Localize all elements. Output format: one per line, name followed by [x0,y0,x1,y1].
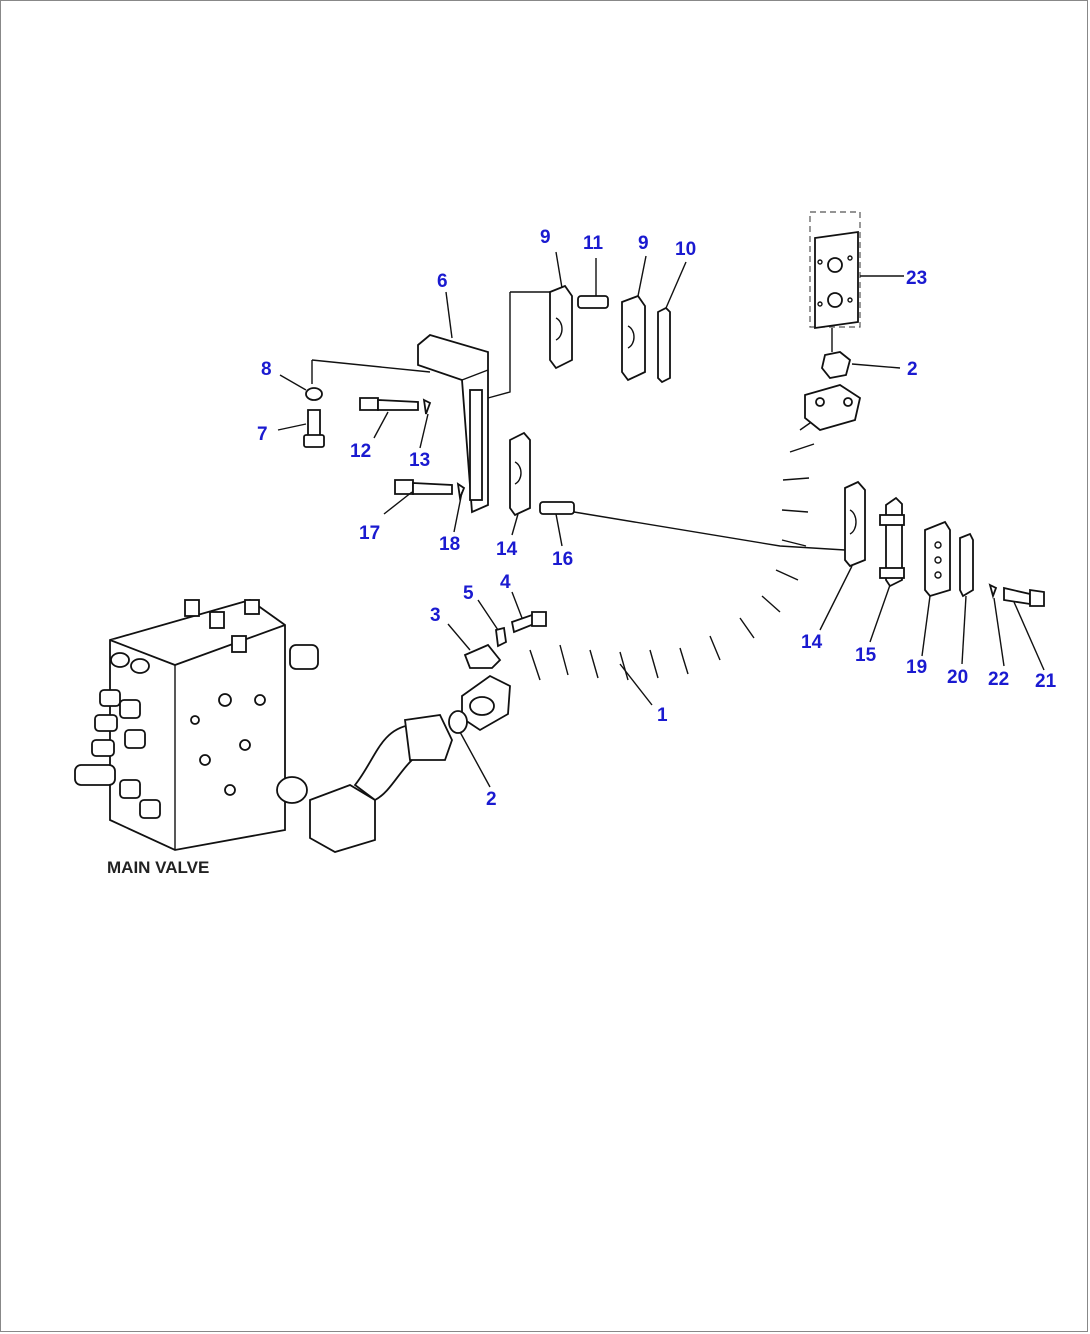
callout-5: 5 [463,583,474,604]
callout-18: 18 [439,534,460,555]
callout-23: 23 [906,268,927,289]
callout-13: 13 [409,450,430,471]
callout-12: 12 [350,441,371,462]
clamp-right-group [844,480,1045,607]
callout-11: 11 [583,233,604,254]
callout-7: 7 [257,424,268,445]
callout-8: 8 [261,359,272,380]
callout-19: 19 [906,657,927,678]
hose-assembly [461,384,862,732]
clamp-lower-group [509,431,575,517]
o-ring-lower [448,710,468,734]
plate-23 [809,211,861,352]
bracket-6 [417,334,489,514]
o-ring-upper [821,351,852,379]
clamp-upper-group [549,284,671,384]
callout-20: 20 [947,667,968,688]
callout-16: 16 [552,549,573,570]
callout-17: 17 [359,523,380,544]
callout-15: 15 [855,645,877,666]
callout-labels: 1 2 2 3 4 5 6 7 8 9 9 10 11 12 13 14 14 … [257,227,1057,810]
main-valve-illustration [74,599,319,851]
leader-lines [277,251,1045,788]
callout-2-lower: 2 [486,789,497,810]
callout-10: 10 [675,239,696,260]
callout-14-left: 14 [496,539,518,560]
callout-21: 21 [1035,671,1057,692]
callout-9-right: 9 [638,233,649,254]
callout-1: 1 [657,705,668,726]
callout-9-left: 9 [540,227,551,248]
callout-22: 22 [988,669,1009,690]
callout-14-right: 14 [801,632,823,653]
callout-3: 3 [430,605,441,626]
callout-6: 6 [437,271,448,292]
elbow-fitting [309,714,453,853]
callout-4: 4 [500,572,511,593]
main-valve-caption: MAIN VALVE [107,858,209,877]
fasteners [303,387,547,669]
callout-2-upper: 2 [907,359,918,380]
